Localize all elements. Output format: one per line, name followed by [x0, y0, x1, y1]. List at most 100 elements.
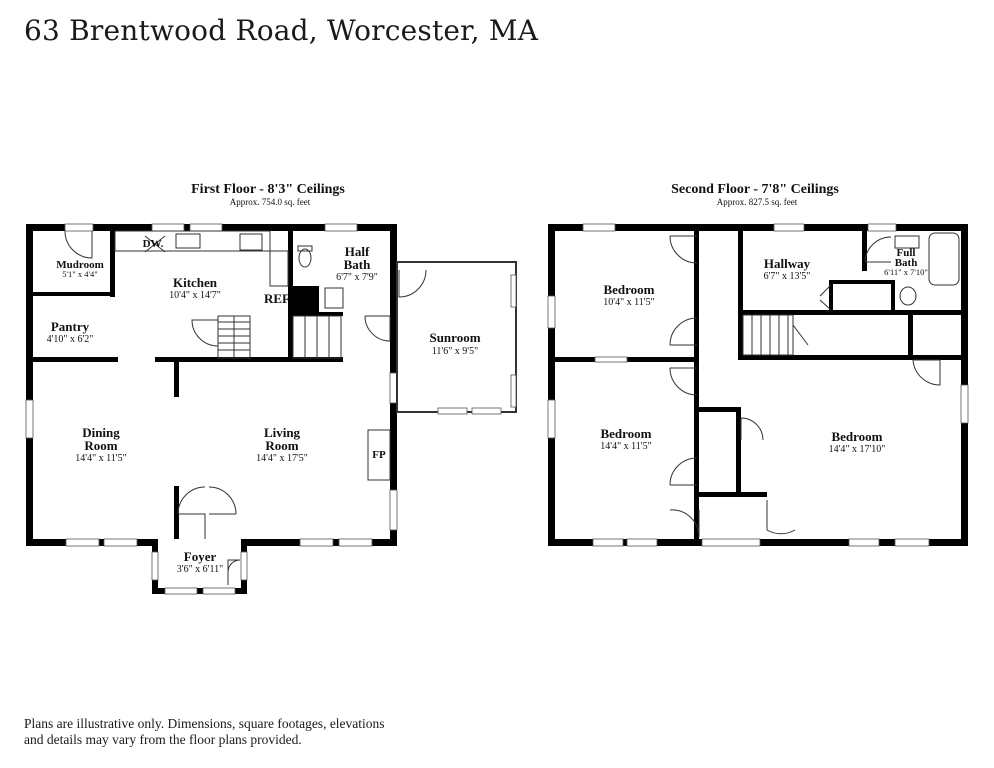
side-door-swing [364, 315, 391, 342]
first-floor-title: First Floor - 8'3" Ceilings [191, 182, 345, 197]
hall-closet-door [819, 284, 832, 311]
hallway-left-wall [738, 231, 743, 355]
page-title: 63 Brentwood Road, Worcester, MA [24, 14, 539, 47]
bedroom1-door-top [669, 235, 698, 264]
bath-sink [324, 287, 344, 309]
fireplace [367, 429, 391, 481]
kitchen-bottom-wall [155, 357, 343, 362]
half-bath-label-2: Bath [344, 257, 372, 272]
foyer-door-left [177, 486, 206, 539]
second-floor-area: Approx. 827.5 sq. feet [717, 197, 798, 207]
window [773, 223, 805, 232]
dining-label-1: Dining [82, 425, 120, 440]
mudroom-door [64, 230, 93, 259]
living-dims: 14'4" x 17'5" [256, 453, 308, 464]
bedroom3-label: Bedroom [831, 429, 882, 444]
sunroom-dims: 11'6" x 9'5" [432, 346, 478, 357]
foyer-dims: 3'6" x 6'11" [177, 564, 223, 575]
disclaimer-text: Plans are illustrative only. Dimensions,… [24, 716, 385, 747]
half-bath-bottom-wall [288, 312, 343, 316]
bedroom2-door-top [669, 367, 698, 396]
bedroom2-right-wall [694, 362, 699, 539]
hall-closet-wall [829, 280, 833, 312]
mudroom-label: Mudroom [56, 259, 103, 271]
bedroom1-right-wall [694, 231, 699, 357]
full-bath-dims: 6'11" x 7'10" [884, 267, 928, 277]
second-floor-title: Second Floor - 7'8" Ceilings [671, 182, 839, 197]
interior-window [594, 356, 628, 363]
foyer-label: Foyer [184, 549, 217, 564]
closet-wall [908, 310, 913, 360]
window [151, 223, 185, 232]
window [65, 538, 100, 547]
bedroom2-door-bottom [669, 457, 698, 486]
window [582, 223, 616, 232]
dw-label: DW. [143, 238, 164, 250]
mudroom-dims: 5'1" x 4'4" [62, 269, 98, 279]
counter-side [269, 250, 289, 287]
window [848, 538, 880, 547]
closet-divider-1 [699, 407, 741, 412]
bedroom3-door [766, 500, 796, 535]
pantry-label: Pantry [51, 319, 90, 334]
bathtub [928, 232, 960, 286]
window [299, 538, 334, 547]
bath-door [864, 236, 892, 263]
foyer-door-right [208, 486, 237, 515]
toilet-2 [899, 286, 917, 306]
stair-top-wall [738, 310, 961, 315]
fp-label: FP [372, 449, 386, 461]
closet-door-2 [669, 509, 700, 538]
closet-door [740, 417, 764, 441]
kitchen-label: Kitchen [173, 275, 218, 290]
stair-door [191, 319, 219, 347]
full-bath-label-1: Full [897, 247, 916, 259]
window [25, 399, 34, 439]
bath-inner-wall [891, 280, 895, 312]
side-door [365, 315, 391, 341]
half-bath-left-wall [288, 231, 293, 361]
ref-block [293, 286, 319, 312]
sunroom-box [396, 261, 517, 415]
window [338, 538, 373, 547]
dining-dims: 14'4" x 11'5" [75, 453, 126, 464]
hallway-dims: 6'7" x 13'5" [764, 271, 811, 282]
upper-stairs [292, 315, 342, 359]
mudroom-bottom-wall [33, 292, 115, 296]
first-floor-plan: First Floor - 8'3" Ceilings Approx. 754.… [25, 182, 517, 595]
dining-label-2: Room [84, 438, 117, 453]
kitchen-counter [114, 230, 271, 252]
bedroom1-door-bottom [669, 317, 698, 346]
bath-left-wall [862, 231, 867, 271]
window [324, 223, 358, 232]
window [389, 489, 398, 531]
mudroom-door-opening [64, 223, 94, 232]
sf-left-wall [548, 224, 555, 546]
living-stub-wall [174, 357, 179, 397]
window [867, 223, 897, 232]
bedroom3-dims: 14'4" x 17'10" [829, 444, 886, 455]
window [547, 295, 556, 329]
toilet [298, 248, 312, 268]
half-bath-dims: 6'7" x 7'9" [336, 272, 378, 283]
basement-stairs [217, 315, 251, 359]
window [389, 372, 398, 404]
second-floor-stairs [742, 314, 809, 356]
living-label-2: Room [265, 438, 298, 453]
second-floor-plan: Second Floor - 7'8" Ceilings Approx. 827… [547, 182, 969, 547]
window [626, 538, 658, 547]
bedroom2-label: Bedroom [600, 426, 651, 441]
bedroom1-dims: 10'4" x 11'5" [603, 297, 654, 308]
ff-left-wall [26, 224, 33, 546]
pantry-dims: 4'10" x 6'2" [47, 334, 94, 345]
window [592, 538, 624, 547]
foyer-box [151, 539, 248, 595]
mudroom-wall [110, 231, 115, 297]
window [189, 223, 223, 232]
bedroom2-dims: 14'4" x 11'5" [600, 441, 651, 452]
pantry-bottom-wall [33, 357, 118, 362]
hallway-bottom-wall [738, 355, 961, 360]
full-bath-label-2: Bath [895, 257, 918, 269]
bath-vanity [894, 235, 920, 249]
